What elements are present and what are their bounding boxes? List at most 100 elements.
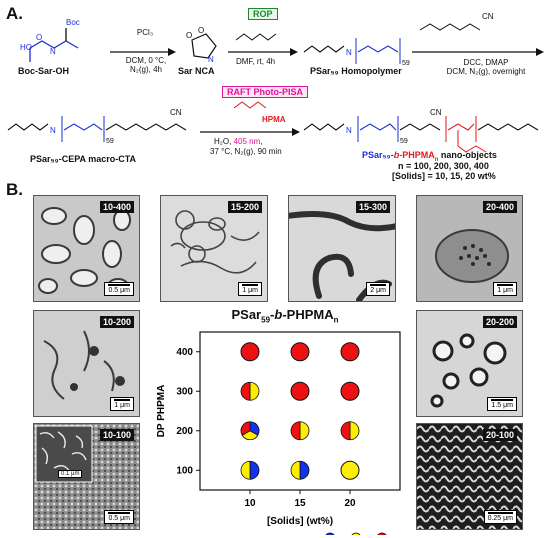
step1-conditions: PCl₃ [120,28,170,37]
tem-image-15-200 [170,210,260,274]
sar-nca-label: Sar NCA [178,66,215,76]
scale-label: 0.5 μm [108,287,130,294]
subscript-59-a: 59 [402,60,410,67]
phase-point-slice [240,460,251,480]
phase-point [290,342,310,362]
tem-panel-15-300: 15-300 2 μm [288,195,396,302]
svg-text:O: O [186,31,192,40]
rop-badge: ROP [248,8,278,20]
legend-swatch-V [377,532,387,535]
phase-point [240,342,260,362]
step1-conditions-below: DCM, 0 °C, N₂(g), 4h [116,56,176,74]
step2-conditions: DMF, rt, 4h [236,57,276,66]
cn-label-c: CN [430,108,442,117]
product-phpma: -PHPMA [399,150,435,160]
svg-text:HO: HO [20,43,32,52]
legend-label-V: V [390,534,397,535]
scale-bar: 1.5 μm [487,397,517,411]
phase-point [340,342,360,362]
tem-image-10-200 [43,330,125,400]
phase-point-slice [340,421,351,441]
x-tick-label: 20 [344,498,356,509]
legend-swatch-W [351,532,361,535]
phase-point-slice [240,421,251,436]
scale-bar: 0.5 μm [104,282,134,296]
product-psar: PSar₅₉- [362,150,394,160]
scale-bar: 0.25 μm [483,510,517,524]
svg-text:O: O [36,33,42,42]
title-psar: PSar [231,307,262,322]
boc-sar-label: Boc-Sar-OH [18,66,70,76]
scale-bar: 1 μm [238,282,262,296]
svg-text:N: N [346,48,352,57]
scale-label: 1.5 μm [491,402,513,409]
sar-nca-structure [191,33,217,59]
hpma-label: HPMA [262,115,286,124]
phase-point-slice [240,381,251,401]
macro-cta-label: PSar₅₉-CEPA macro-CTA [30,154,137,164]
y-tick-label: 200 [176,426,193,437]
boc-sar-structure [29,28,79,62]
scale-label: 0.25 μm [487,515,513,522]
tem-panel-10-400: 10-400 0.5 μm [33,195,140,302]
solids-values: [Solids] = 10, 15, 20 wt% [392,171,496,181]
scale-bar: 1 μm [493,282,517,296]
phase-point-slice [249,460,260,480]
legend-label-W: W [364,534,374,535]
y-tick-label: 400 [176,347,193,358]
tem-image-20-200 [430,333,507,408]
panel-tag: 20-100 [482,429,517,441]
step1-reagent: PCl₃ [136,28,154,37]
panel-tag: 10-200 [99,316,134,328]
phase-diagram-title: PSar59-b-PHPMAn [175,307,395,325]
panel-tag: 15-300 [355,201,390,213]
tem-image-10-400 [38,207,131,294]
step4-conditions: H₂O, 405 nm, [214,137,262,146]
step3-conditions: DCC, DMAP DCM, N₂(g), overnight [436,58,536,76]
scale-label: 1 μm [114,402,130,409]
phase-point-slice [249,381,260,401]
svg-text:N: N [346,126,352,135]
scale-label: 1 μm [242,287,258,294]
scale-label: 1 μm [497,287,513,294]
title-phpma: -PHPMA [282,307,334,322]
boc-group-label: Boc [66,18,80,27]
title-n: n [333,315,339,325]
scale-bar: 0.5 μm [104,510,134,524]
phase-point-slice [290,421,301,441]
legend-swatch-S [325,532,335,535]
phase-point-slice [349,421,360,441]
phase-point [340,460,360,480]
product-n: n [434,156,439,163]
product-label: PSar₅₉-b-PHPMAn nano-objects [362,150,497,163]
product-tail: nano-objects [438,150,497,160]
section-b-label: B. [6,180,23,199]
svg-text:N: N [50,126,56,135]
subscript-59-c: 59 [400,138,408,145]
subscript-59-b: 59 [106,138,114,145]
svg-text:N: N [50,47,56,56]
step4-separator: , [260,137,263,146]
phase-point-slice [299,421,310,441]
panel-tag: 10-100 [99,429,134,441]
step1-solvent: DCM, 0 °C, [125,56,167,65]
svg-text:O: O [198,26,204,35]
step4-temperature: 37 °C, N₂(g), 90 min [210,147,282,156]
phase-point-slice [299,460,310,480]
step3-solvent: DCM, N₂(g), overnight [446,67,526,76]
n-values: n = 100, 200, 300, 400 [398,161,489,171]
panel-tag: 20-400 [482,201,517,213]
legend-label-S: S [338,534,345,535]
y-tick-label: 100 [176,465,193,476]
title-b: b [274,307,283,322]
x-axis-label: [Solids] (wt%) [267,516,333,527]
cn-label-a: CN [482,12,494,21]
x-tick-label: 10 [244,498,256,509]
step4-wavelength: 405 nm [233,137,261,146]
tem-panel-20-100: 20-100 0.25 μm [416,423,523,530]
title-dash: - [270,307,275,322]
tem-panel-20-200: 20-200 1.5 μm [416,310,523,417]
step4-solvent: H₂O, [214,137,234,146]
panel-tag: 15-200 [227,201,262,213]
y-tick-label: 300 [176,386,193,397]
